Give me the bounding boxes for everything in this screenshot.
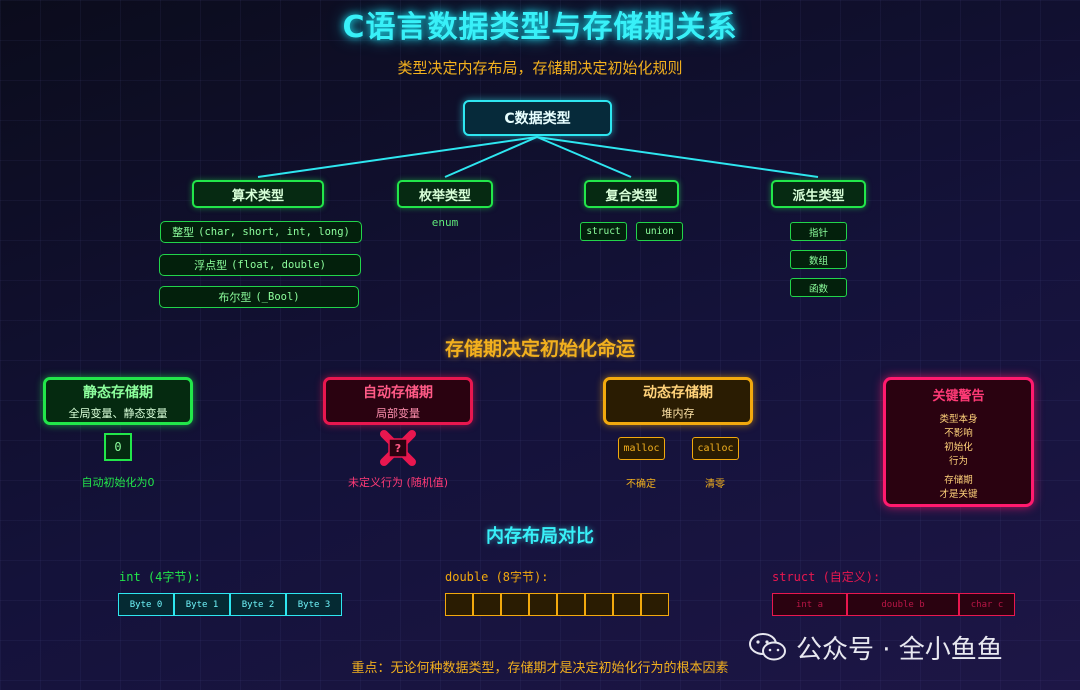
struct-member-cell: double b <box>847 593 959 616</box>
int-byte-cell: Byte 1 <box>174 593 230 616</box>
int-layout-label: int (4字节): <box>119 570 201 584</box>
warning-line-6: 才是关键 <box>939 489 978 500</box>
struct-member-cell: char c <box>959 593 1015 616</box>
calloc-box: calloc <box>692 437 739 460</box>
storage-section-title: 存储期决定初始化命运 <box>444 337 635 360</box>
malloc-box: malloc <box>618 437 665 460</box>
int-byte-cell: Byte 2 <box>230 593 286 616</box>
double-byte-cell <box>501 593 529 616</box>
watermark-text: 公众号 · 全小鱼鱼 <box>796 634 1003 665</box>
int-byte-cell: Byte 0 <box>118 593 174 616</box>
struct-layout-label: struct (自定义): <box>772 570 881 584</box>
double-byte-cell <box>529 593 557 616</box>
footer-note: 重点：无论何种数据类型，存储期才是决定初始化行为的根本因素 <box>351 660 729 676</box>
static-storage-title: 静态存储期 <box>83 384 153 401</box>
bool-type-item: 布尔型 (_Bool) <box>159 286 359 308</box>
struct-member-cell: int a <box>772 593 847 616</box>
float-type-item: 浮点型 (float, double) <box>159 254 361 276</box>
automatic-storage-title: 自动存储期 <box>363 384 433 401</box>
double-byte-cell <box>557 593 585 616</box>
dynamic-storage-title: 动态存储期 <box>643 384 713 401</box>
dynamic-storage-box: 动态存储期 堆内存 <box>603 377 753 425</box>
random-value-mark: ? <box>394 441 402 455</box>
pointer-item: 指针 <box>790 222 847 241</box>
automatic-storage-subtitle: 局部变量 <box>376 406 420 420</box>
page-title: C语言数据类型与存储期关系 <box>342 10 738 45</box>
warning-title: 关键警告 <box>932 388 985 404</box>
watermark: 公众号 · 全小鱼鱼 <box>748 627 1048 667</box>
double-byte-cell <box>641 593 669 616</box>
undefined-x-icon <box>380 430 416 466</box>
warning-lines-2: 存储期 才是关键 <box>886 474 1031 502</box>
union-item: union <box>636 222 683 241</box>
automatic-storage-box: 自动存储期 局部变量 <box>323 377 473 425</box>
double-byte-cell <box>445 593 473 616</box>
memory-section-title: 内存布局对比 <box>486 526 594 547</box>
array-item: 数组 <box>790 250 847 269</box>
page-subtitle: 类型决定内存布局，存储期决定初始化规则 <box>397 58 683 77</box>
double-byte-cell <box>585 593 613 616</box>
integer-type-name: 整型 <box>172 226 195 239</box>
key-warning-box: 关键警告 类型本身 不影响 初始化 行为 存储期 才是关键 <box>883 377 1034 507</box>
dynamic-storage-subtitle: 堆内存 <box>661 406 695 420</box>
compound-type-node: 复合类型 <box>584 180 679 208</box>
integer-type-item: 整型 (char, short, int, long) <box>160 221 362 243</box>
integer-type-detail: (char, short, int, long) <box>198 226 350 238</box>
double-byte-cell <box>613 593 641 616</box>
root-type-node: C数据类型 <box>463 100 612 136</box>
double-layout-label: double (8字节): <box>445 570 549 584</box>
int-byte-cell: Byte 3 <box>286 593 342 616</box>
bool-type-name: 布尔型 <box>218 291 252 304</box>
malloc-note: 不确定 <box>626 478 656 490</box>
double-byte-cell <box>473 593 501 616</box>
warning-line-1: 类型本身 <box>939 414 978 425</box>
enum-type-node: 枚举类型 <box>397 180 493 208</box>
bool-type-detail: (_Bool) <box>255 291 300 303</box>
calloc-note: 清零 <box>705 478 725 490</box>
wechat-icon <box>749 633 786 661</box>
float-type-name: 浮点型 <box>194 259 228 272</box>
automatic-storage-note: 未定义行为 (随机值) <box>347 476 449 489</box>
arithmetic-type-node: 算术类型 <box>192 180 324 208</box>
static-storage-note: 自动初始化为0 <box>81 476 155 489</box>
float-type-detail: (float, double) <box>231 259 326 271</box>
zero-value-cell: 0 <box>104 433 132 461</box>
static-storage-subtitle: 全局变量、静态变量 <box>68 406 168 420</box>
warning-line-3: 初始化 <box>944 442 973 453</box>
function-item: 函数 <box>790 278 847 297</box>
struct-item: struct <box>580 222 627 241</box>
enum-keyword: enum <box>431 216 459 229</box>
warning-line-4: 行为 <box>948 456 968 467</box>
static-storage-box: 静态存储期 全局变量、静态变量 <box>43 377 193 425</box>
derived-type-node: 派生类型 <box>771 180 866 208</box>
warning-line-5: 存储期 <box>944 475 973 486</box>
warning-line-2: 不影响 <box>944 428 973 439</box>
warning-lines: 类型本身 不影响 初始化 行为 <box>886 413 1031 469</box>
